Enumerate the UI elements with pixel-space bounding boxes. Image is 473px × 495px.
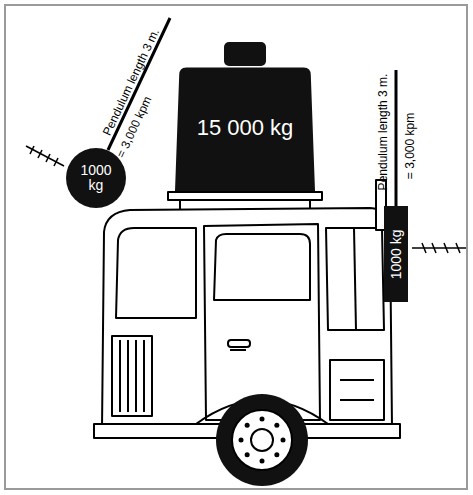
lug-hole bbox=[260, 459, 265, 464]
weight-label: 1000 kg bbox=[74, 163, 118, 192]
lug-hole bbox=[239, 438, 244, 443]
wheel bbox=[216, 394, 308, 486]
weight-handle bbox=[224, 42, 266, 66]
lug-hole bbox=[260, 417, 265, 422]
pendulum-ball: 1000 kg bbox=[66, 148, 126, 208]
weight-label: 15 000 kg bbox=[195, 116, 295, 139]
lug-hole bbox=[245, 423, 250, 428]
pendulum-length: Pendulum length 3 m. bbox=[377, 74, 389, 191]
pendulum-rod bbox=[395, 70, 398, 206]
weight-block: 15 000 kg bbox=[175, 65, 315, 191]
lug-hole bbox=[274, 452, 279, 457]
lug-hole bbox=[281, 438, 286, 443]
weight-label: 1000 kg bbox=[389, 229, 404, 279]
frame bbox=[5, 5, 467, 489]
pendulum-weight: 1000 kg bbox=[384, 206, 408, 302]
lug-hole bbox=[245, 452, 250, 457]
lug-hole bbox=[274, 423, 279, 428]
energy-value: = 3,000 kpm bbox=[404, 113, 416, 179]
